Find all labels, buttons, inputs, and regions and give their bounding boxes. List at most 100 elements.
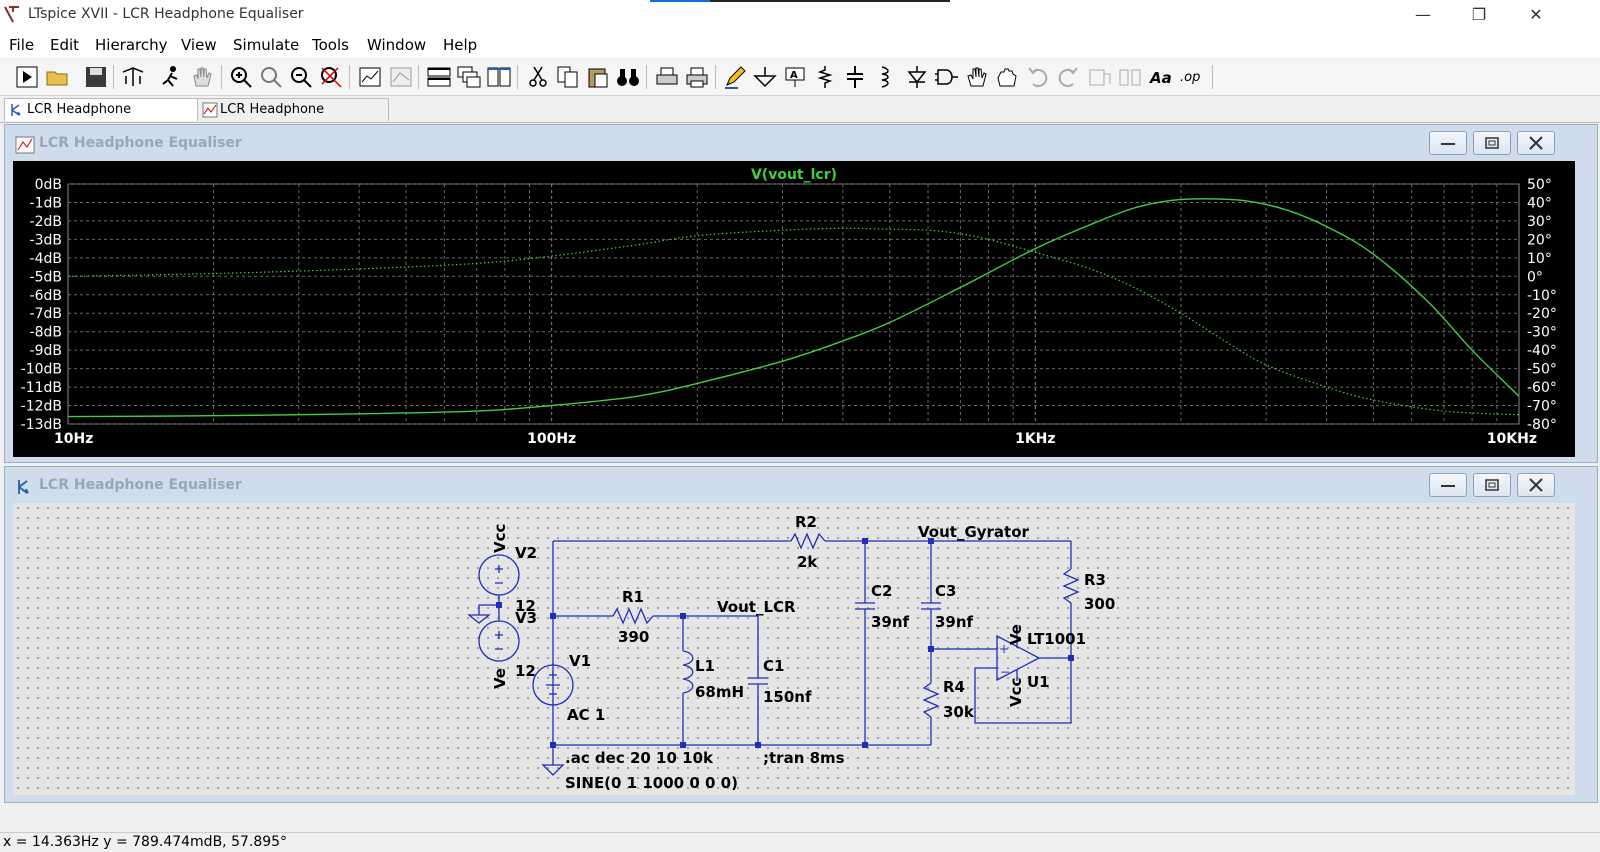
open-folder-icon[interactable] <box>45 64 71 90</box>
ac-directive[interactable]: .ac dec 20 10 10k <box>565 749 714 767</box>
v2-label[interactable]: V2 <box>515 544 537 562</box>
v2-value[interactable]: 12 <box>515 597 536 615</box>
save-icon[interactable] <box>83 64 109 90</box>
tab-schematic[interactable]: LCR Headphone Equaliser <box>4 98 202 139</box>
sine-directive[interactable]: SINE(0 1 1000 0 0 0) <box>565 774 738 792</box>
cut-icon[interactable] <box>525 64 551 90</box>
tran-directive[interactable]: ;tran 8ms <box>763 749 845 767</box>
drag-hand-icon[interactable] <box>994 64 1020 90</box>
move-hand-icon[interactable] <box>964 64 990 90</box>
menu-help[interactable]: Help <box>443 36 478 54</box>
c2-value[interactable]: 39nf <box>871 613 910 631</box>
find-binoculars-icon[interactable] <box>615 64 641 90</box>
v1-value[interactable]: AC 1 <box>567 706 605 724</box>
panel-close-button[interactable] <box>1517 131 1555 155</box>
c2-label[interactable]: C2 <box>871 582 892 600</box>
zoom-in-icon[interactable] <box>228 64 254 90</box>
net-label-vout-gyrator[interactable]: Vout_Gyrator <box>918 523 1030 541</box>
trace-title[interactable]: V(vout_lcr) <box>751 167 837 183</box>
net-label-vout-lcr[interactable]: Vout_LCR <box>717 598 796 616</box>
ground-icon[interactable] <box>752 64 778 90</box>
tab-waveform[interactable]: LCR Headphone Equaliser <box>197 98 389 139</box>
redo-icon[interactable] <box>1055 64 1081 90</box>
print-setup-icon[interactable] <box>654 64 680 90</box>
opamp-ve-label[interactable]: Ve <box>1007 624 1025 645</box>
tile-vertical-icon[interactable] <box>486 64 512 90</box>
c3-value[interactable]: 39nf <box>935 613 974 631</box>
c3-label[interactable]: C3 <box>935 582 956 600</box>
minimize-button[interactable]: — <box>1415 5 1431 24</box>
circuit-diagram[interactable]: + − R2 2k Vout_Gyrator R1 390 Vout_LCR L… <box>13 503 1575 795</box>
rotate-icon[interactable] <box>1087 64 1113 90</box>
r4-value[interactable]: 30k <box>943 703 975 721</box>
panel-minimize-button[interactable] <box>1429 473 1467 497</box>
panel-minimize-button[interactable] <box>1429 131 1467 155</box>
u1-label[interactable]: U1 <box>1027 673 1050 691</box>
component-icon[interactable] <box>934 64 960 90</box>
paste-icon[interactable] <box>585 64 611 90</box>
draw-wire-pencil-icon[interactable] <box>722 64 748 90</box>
inductor-icon[interactable] <box>872 64 898 90</box>
c1-label[interactable]: C1 <box>763 657 784 675</box>
autorange-icon[interactable] <box>357 64 383 90</box>
phase-trace[interactable] <box>67 227 1520 416</box>
schematic-canvas[interactable]: + − R2 2k Vout_Gyrator R1 390 Vout_LCR L… <box>13 503 1575 795</box>
r1-label[interactable]: R1 <box>622 588 644 606</box>
zoom-out-icon[interactable] <box>288 64 314 90</box>
magnitude-trace[interactable] <box>67 198 1520 418</box>
v1-supply-value[interactable]: 12 <box>515 662 536 680</box>
opamp-vcc-label[interactable]: Vcc <box>1007 678 1025 707</box>
menu-view[interactable]: View <box>181 36 217 54</box>
menu-file[interactable]: File <box>9 36 35 54</box>
zoom-pan-icon[interactable] <box>258 64 284 90</box>
menu-edit[interactable]: Edit <box>50 36 80 54</box>
run-simulation-icon[interactable] <box>158 64 184 90</box>
waveform-plot-area[interactable]: V(vout_lcr) 0dB-1dB-2dB-3dB-4dB-5dB-6dB-… <box>13 161 1575 457</box>
label-net-icon[interactable]: A <box>782 64 808 90</box>
r1-value[interactable]: 390 <box>618 628 649 646</box>
r4-label[interactable]: R4 <box>943 678 965 696</box>
r2-label[interactable]: R2 <box>795 513 817 531</box>
copy-icon[interactable] <box>555 64 581 90</box>
print-icon[interactable] <box>684 64 710 90</box>
v3-label[interactable]: V3 <box>515 609 537 627</box>
text-icon[interactable]: Aa <box>1148 64 1174 90</box>
capacitor-icon[interactable] <box>842 64 868 90</box>
menu-tools[interactable]: Tools <box>312 36 349 54</box>
bode-plot-chart[interactable]: V(vout_lcr) 0dB-1dB-2dB-3dB-4dB-5dB-6dB-… <box>13 161 1575 457</box>
halt-hand-icon[interactable] <box>189 64 215 90</box>
r3-label[interactable]: R3 <box>1084 571 1106 589</box>
l1-label[interactable]: L1 <box>695 657 715 675</box>
r2-value[interactable]: 2k <box>797 553 818 571</box>
waveform-window-title: LCR Headphone Equaliser <box>39 135 242 151</box>
x-tick-label: 10KHz <box>1487 431 1537 447</box>
l1-value[interactable]: 68mH <box>695 683 744 701</box>
tile-horizontal-icon[interactable] <box>426 64 452 90</box>
spice-directive-icon[interactable]: .op <box>1178 64 1204 90</box>
menu-simulate[interactable]: Simulate <box>233 36 300 54</box>
panel-maximize-button[interactable] <box>1473 473 1511 497</box>
r3-resistor <box>1062 568 1080 604</box>
close-button[interactable]: ✕ <box>1529 5 1543 24</box>
panel-maximize-button[interactable] <box>1473 131 1511 155</box>
control-panel-icon[interactable] <box>120 64 146 90</box>
delete-trace-icon[interactable] <box>388 64 414 90</box>
run-icon[interactable] <box>14 64 40 90</box>
panel-close-button[interactable] <box>1517 473 1555 497</box>
mirror-icon[interactable] <box>1117 64 1143 90</box>
diode-icon[interactable] <box>904 64 930 90</box>
c1-value[interactable]: 150nf <box>763 688 812 706</box>
vcc-net-label[interactable]: Vcc <box>491 524 509 553</box>
v1-label[interactable]: V1 <box>569 652 591 670</box>
resistor-icon[interactable] <box>812 64 838 90</box>
r3-value[interactable]: 300 <box>1084 595 1115 613</box>
ve-net-label[interactable]: Ve <box>491 668 509 689</box>
u1-model[interactable]: LT1001 <box>1027 630 1086 648</box>
menu-window[interactable]: Window <box>367 36 427 54</box>
cascade-windows-icon[interactable] <box>456 64 482 90</box>
zoom-fit-icon[interactable] <box>318 64 344 90</box>
menu-hierarchy[interactable]: Hierarchy <box>95 36 168 54</box>
undo-icon[interactable] <box>1025 64 1051 90</box>
wires[interactable] <box>467 532 1080 776</box>
restore-button[interactable]: ❐ <box>1471 5 1487 24</box>
